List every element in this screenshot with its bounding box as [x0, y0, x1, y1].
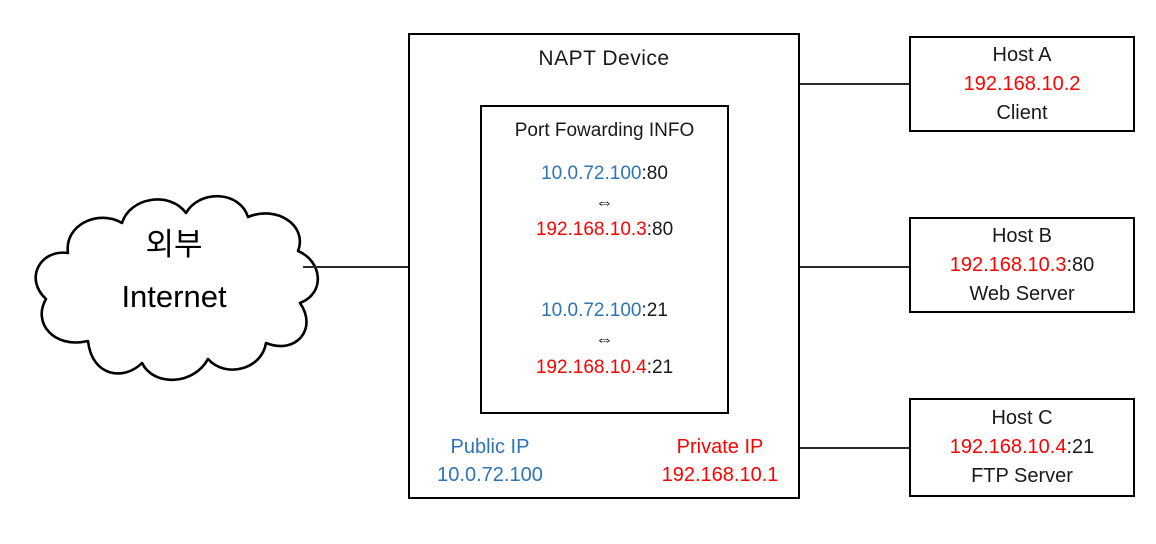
- public-ip-value: 10.0.72.100: [437, 464, 543, 486]
- port-forwarding-box: Port Fowarding INFO 10.0.72.100:80 ⇔ 192…: [480, 105, 729, 414]
- host-c-port: :21: [1066, 436, 1095, 458]
- napt-device-title: NAPT Device: [538, 47, 670, 70]
- host-a-role: Client: [996, 101, 1048, 124]
- cloud-label-korean: 외부: [145, 227, 203, 262]
- host-a-address: 192.168.10.2: [964, 70, 1081, 99]
- mapping2-private: 192.168.10.4:21: [482, 357, 727, 379]
- mapping2-private-port: :21: [646, 357, 674, 378]
- mapping1-private-ip: 192.168.10.3: [535, 219, 647, 240]
- public-ip-label: Public IP: [450, 436, 530, 458]
- link-cloud-to-napt: [303, 266, 408, 268]
- napt-device-box: NAPT Device Port Fowarding INFO 10.0.72.…: [408, 33, 800, 499]
- link-napt-to-host-c: [798, 447, 909, 449]
- host-c-address: 192.168.10.4:21: [950, 433, 1095, 462]
- private-ip-label: Private IP: [676, 436, 764, 458]
- mapping1-public-port: :80: [641, 163, 668, 184]
- double-arrow-icon: ⇔: [595, 192, 614, 212]
- host-c-ip: 192.168.10.4: [949, 436, 1067, 458]
- mapping2-private-ip: 192.168.10.4: [535, 357, 647, 378]
- cloud-label: 외부 Internet: [26, 219, 322, 323]
- mapping2-public: 10.0.72.100:21: [482, 300, 727, 322]
- private-ip-caption: Private IP 192.168.10.1: [645, 433, 795, 489]
- mapping1-private-port: :80: [646, 219, 674, 240]
- host-a-box: Host A 192.168.10.2 Client: [909, 36, 1135, 132]
- double-arrow-icon: ⇔: [595, 329, 614, 349]
- cloud-icon: [34, 194, 320, 382]
- host-c-role: FTP Server: [971, 465, 1073, 487]
- host-b-name: Host B: [991, 224, 1053, 247]
- private-ip-value: 192.168.10.1: [661, 464, 779, 486]
- mapping2-public-ip: 10.0.72.100: [541, 300, 642, 321]
- host-b-address: 192.168.10.3:80: [950, 251, 1095, 280]
- host-c-name: Host C: [991, 407, 1053, 429]
- link-napt-to-host-b: [798, 266, 909, 268]
- port-forwarding-title: Port Fowarding INFO: [514, 120, 695, 141]
- mapping2-public-port: :21: [641, 300, 668, 321]
- cloud-label-internet: Internet: [121, 279, 227, 314]
- mapping1-public: 10.0.72.100:80: [482, 163, 727, 185]
- host-b-box: Host B 192.168.10.3:80 Web Server: [909, 217, 1135, 313]
- host-b-port: :80: [1066, 253, 1095, 276]
- host-b-role: Web Server: [969, 282, 1075, 305]
- host-a-ip: 192.168.10.2: [963, 72, 1081, 95]
- mapping1-public-ip: 10.0.72.100: [541, 163, 642, 184]
- public-ip-caption: Public IP 10.0.72.100: [420, 433, 560, 489]
- internet-cloud: 외부 Internet: [26, 183, 322, 395]
- host-b-ip: 192.168.10.3: [949, 253, 1067, 276]
- host-a-name: Host A: [992, 43, 1052, 66]
- host-c-box: Host C 192.168.10.4:21 FTP Server: [909, 398, 1135, 497]
- link-napt-to-host-a: [798, 83, 909, 85]
- mapping1-private: 192.168.10.3:80: [482, 219, 727, 241]
